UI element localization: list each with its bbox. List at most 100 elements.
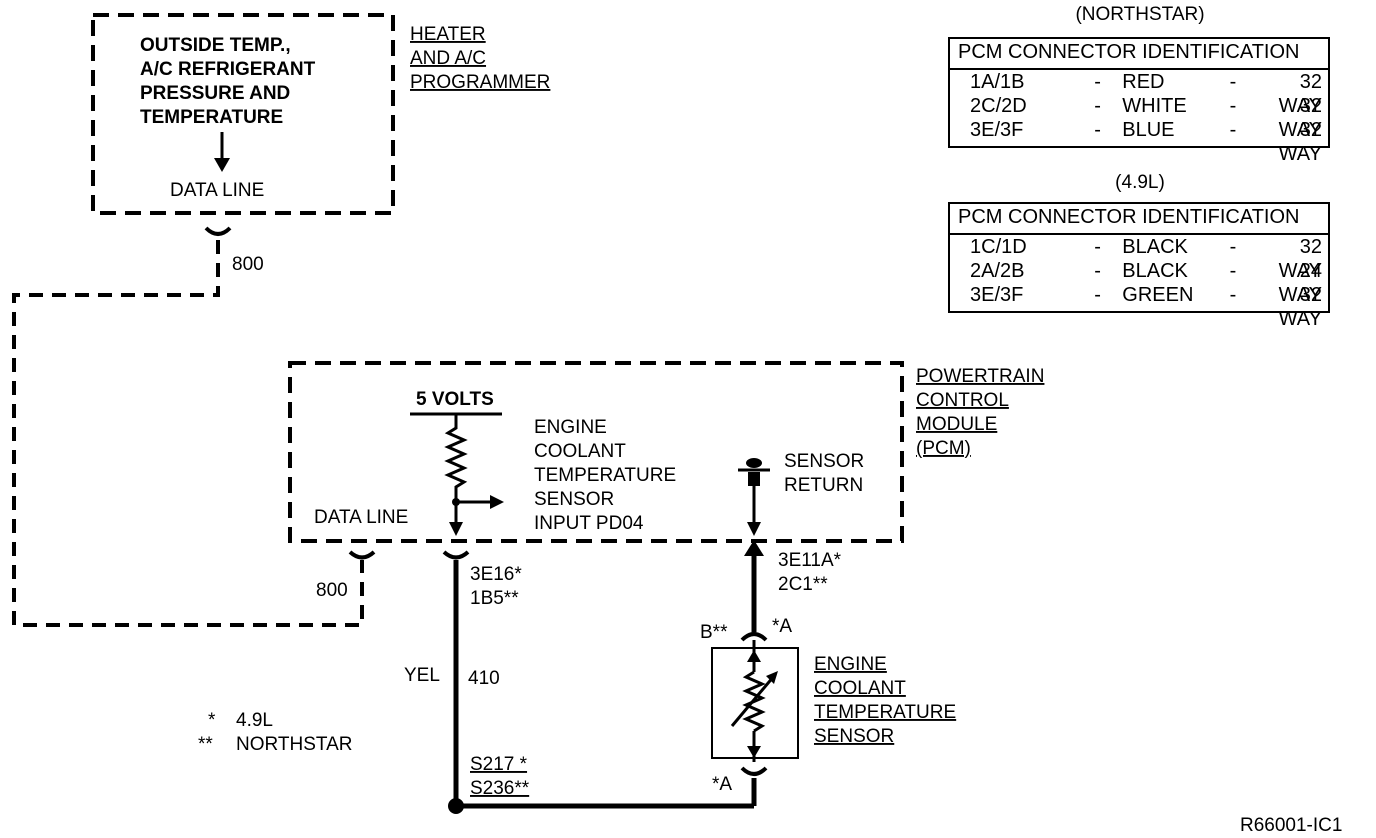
left-pin-label-1: 3E16* — [470, 564, 522, 585]
connector-a-top-label: *A — [772, 616, 792, 637]
table-row: 3E/3F - BLUE - 32 WAY — [950, 118, 1328, 165]
cell-ways: 32 WAY — [1278, 119, 1322, 165]
sensor-bottom-connector-chevron — [740, 766, 768, 776]
sensor-return-line-1: SENSOR — [784, 451, 864, 472]
thermistor-arrow-head — [766, 671, 778, 684]
five-volts-label: 5 VOLTS — [416, 389, 494, 410]
cell-sep: - — [1229, 260, 1237, 282]
connector-b-label: B** — [700, 622, 728, 643]
ect-sensor-title-3: TEMPERATURE — [814, 702, 956, 723]
cell-sep: - — [1094, 119, 1101, 141]
table-2-caption: (4.9L) — [1115, 172, 1165, 193]
pcm-title-2: CONTROL — [916, 390, 1009, 411]
cell-conn: 1C/1D — [970, 236, 1027, 258]
pcm-data-line-label: DATA LINE — [314, 507, 408, 528]
ect-input-line-4: SENSOR — [534, 489, 614, 510]
cell-sep: - — [1229, 71, 1237, 93]
ect-input-line-1: ENGINE — [534, 417, 607, 438]
cell-ways: 32 WAY — [1278, 71, 1322, 117]
heater-title-3: PROGRAMMER — [410, 72, 550, 93]
right-pin-label-2: 2C1** — [778, 574, 828, 595]
heater-box-line-4: TEMPERATURE — [140, 107, 283, 128]
ect-sensor-title-2: COOLANT — [814, 678, 906, 699]
cell-sep: - — [1094, 260, 1101, 282]
pcm-title-3: MODULE — [916, 414, 997, 435]
left-pin-label-2: 1B5** — [470, 588, 519, 609]
cell-color: BLUE — [1122, 119, 1175, 141]
cell-sep: - — [1229, 284, 1237, 306]
legend-mark-2: ** — [198, 734, 213, 755]
cell-sep: - — [1094, 95, 1101, 117]
heater-data-arrow-head — [214, 158, 230, 172]
cell-conn: 2A/2B — [970, 260, 1025, 282]
cell-conn: 3E/3F — [970, 119, 1024, 141]
cell-color: BLACK — [1122, 260, 1188, 282]
pcm-data-connector-chevron — [348, 550, 376, 560]
cell-conn: 2C/2D — [970, 95, 1027, 117]
table-1-header: PCM CONNECTOR IDENTIFICATION — [950, 39, 1328, 70]
cell-conn: 3E/3F — [970, 284, 1024, 306]
splice-label-2: S236** — [470, 778, 530, 799]
heater-box-line-2: A/C REFRIGERANT — [140, 59, 316, 80]
sensor-return-line-2: RETURN — [784, 475, 863, 496]
table-row: 3E/3F - GREEN - 32 WAY — [950, 283, 1328, 330]
table-row: 1A/1B - RED - 32 WAY — [950, 70, 1328, 117]
splice-label-1: S217 * — [470, 754, 528, 775]
cell-color: WHITE — [1122, 95, 1187, 117]
thermistor-variable-arrow — [730, 675, 776, 727]
cell-sep: - — [1094, 236, 1101, 258]
cell-ways: 32 WAY — [1278, 95, 1322, 141]
ect-sensor-arrow-up — [747, 650, 761, 662]
cell-ways: 32 WAY — [1278, 284, 1322, 330]
cell-ways: 24 WAY — [1278, 260, 1322, 306]
cell-color: GREEN — [1122, 284, 1194, 306]
ect-sensor-title-4: SENSOR — [814, 726, 894, 747]
input-arrow-head — [490, 495, 504, 509]
right-pin-label-1: 3E11A* — [778, 550, 842, 571]
pullup-resistor-symbol — [444, 414, 468, 530]
pcm-connector-table-4-9l: PCM CONNECTOR IDENTIFICATION 1C/1D - BLA… — [948, 202, 1330, 330]
cell-color: BLACK — [1122, 236, 1188, 258]
wire-800-top-label: 800 — [232, 254, 264, 275]
ect-input-line-2: COOLANT — [534, 441, 626, 462]
cell-sep: - — [1229, 119, 1237, 141]
table-row: 2A/2B - BLACK - 24 WAY — [950, 259, 1328, 306]
heater-box-line-3: PRESSURE AND — [140, 83, 290, 104]
pcm-title-1: POWERTRAIN — [916, 366, 1044, 387]
wire-circuit-label: 410 — [468, 668, 500, 689]
wire-800-bottom-label: 800 — [316, 580, 348, 601]
figure-id: R66001-IC1 — [1240, 815, 1342, 836]
left-pin-chevron — [442, 550, 470, 560]
pcm-connector-table-northstar: PCM CONNECTOR IDENTIFICATION 1A/1B - RED… — [948, 37, 1330, 165]
table-row: 1C/1D - BLACK - 32 WAY — [950, 235, 1328, 282]
heater-data-line-label: DATA LINE — [170, 180, 264, 201]
cell-sep: - — [1094, 71, 1101, 93]
cell-sep: - — [1094, 284, 1101, 306]
ect-sensor-arrow-down — [747, 746, 761, 758]
connector-a-bottom-label: *A — [712, 774, 732, 795]
table-row: 2C/2D - WHITE - 32 WAY — [950, 94, 1328, 141]
cell-ways: 32 WAY — [1278, 236, 1322, 282]
pcm-title-4: (PCM) — [916, 438, 971, 459]
wire-color-label: YEL — [404, 665, 440, 686]
cell-color: RED — [1122, 71, 1165, 93]
data-line-800-wire — [12, 240, 364, 627]
legend-text-2: NORTHSTAR — [236, 734, 352, 755]
ect-input-line-5: INPUT PD04 — [534, 513, 644, 534]
table-1-caption: (NORTHSTAR) — [1075, 4, 1205, 25]
ect-sensor-title-1: ENGINE — [814, 654, 887, 675]
pcm-box — [288, 361, 904, 543]
legend-mark-1: * — [208, 710, 216, 731]
pin-arrow-down-left — [449, 522, 463, 536]
sensor-top-connector-chevron — [740, 632, 768, 642]
cell-sep: - — [1229, 236, 1237, 258]
pin-arrow-down-right — [747, 522, 761, 536]
legend-text-1: 4.9L — [236, 710, 273, 731]
heater-connector-chevron — [204, 226, 232, 236]
ect-input-line-3: TEMPERATURE — [534, 465, 676, 486]
ground-symbol-top — [746, 458, 762, 468]
heater-box-line-1: OUTSIDE TEMP., — [140, 35, 291, 56]
right-pin-arrow-up — [744, 540, 764, 556]
heater-title-2: AND A/C — [410, 48, 486, 69]
